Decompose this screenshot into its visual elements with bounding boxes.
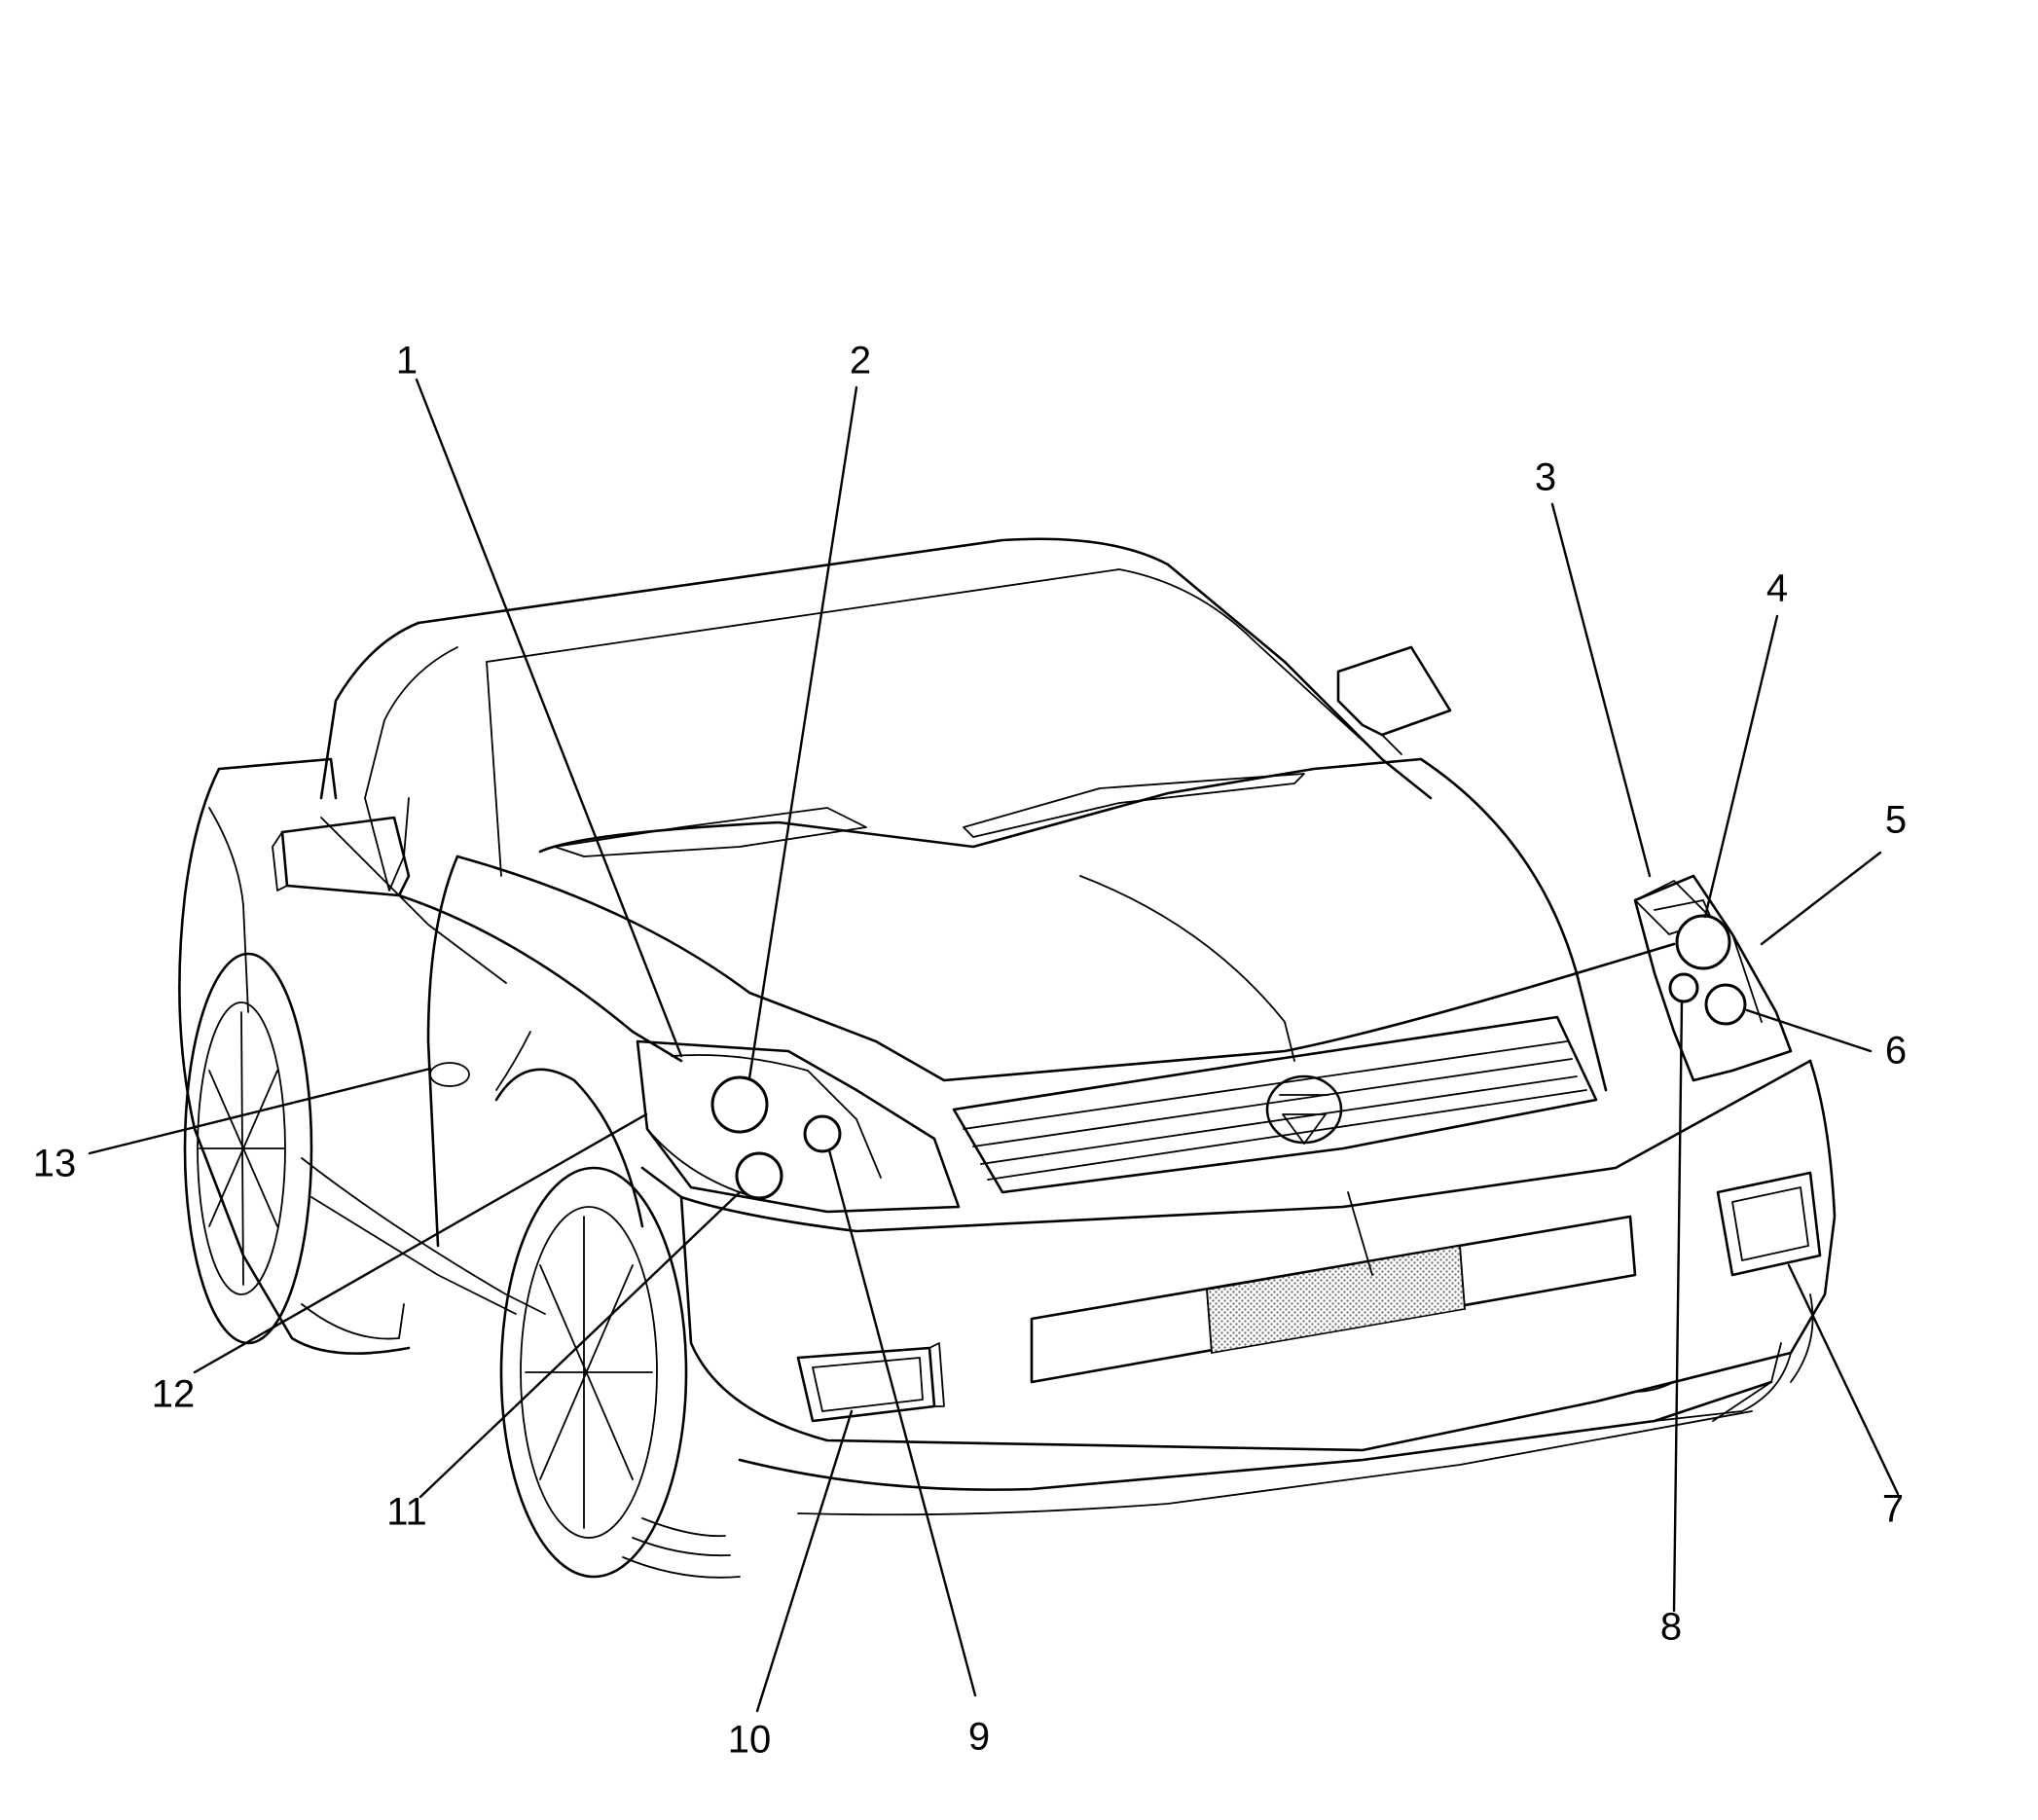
leader-4 — [1703, 614, 1779, 919]
left-side-marker-shape — [429, 1062, 470, 1087]
bumper-bottom — [738, 1380, 1773, 1491]
left-a-pillar — [319, 621, 420, 800]
right-high-beam-lamp — [1675, 914, 1731, 970]
callout-7: 7 — [1882, 1488, 1904, 1531]
front-left-spokes — [525, 1216, 653, 1529]
emblem-detail — [1279, 1094, 1329, 1145]
callout-4: 4 — [1766, 567, 1788, 610]
hood-crease — [1079, 875, 1295, 1062]
wiper-right — [963, 773, 1305, 838]
callout-5: 5 — [1885, 799, 1907, 842]
rear-left-spokes — [199, 1011, 285, 1286]
left-fender-top — [397, 893, 683, 1063]
front-fascia-lower — [679, 1195, 1793, 1452]
rear-left-tire — [301, 1303, 405, 1340]
leader-10 — [755, 1409, 854, 1713]
left-side-crease — [301, 1157, 546, 1315]
left-park-lamp — [803, 1114, 842, 1153]
leader-6 — [1745, 1008, 1873, 1053]
front-left-wheel-inner — [520, 1206, 658, 1539]
wiper-left — [554, 807, 867, 857]
right-fascia-side — [1789, 1059, 1837, 1355]
callout-12: 12 — [152, 1373, 196, 1416]
left-fender-crease — [495, 1031, 531, 1091]
roof-outline — [417, 537, 1433, 800]
left-mirror-cap — [272, 831, 288, 892]
hood-outline — [455, 855, 1676, 1082]
right-mirror — [1336, 645, 1452, 737]
lower-intake-mesh — [1206, 1245, 1466, 1354]
left-rear-fender — [208, 807, 249, 1013]
leader-lines — [88, 378, 1900, 1713]
callout-13: 13 — [33, 1143, 77, 1185]
callout-labels: 1 2 3 4 5 6 7 8 9 10 11 12 13 — [33, 340, 1907, 1762]
leader-9 — [827, 1148, 977, 1697]
left-headlamp-housing — [636, 1039, 961, 1214]
left-front-fender-edge — [426, 855, 459, 1248]
right-low-beam-lamp — [1704, 983, 1747, 1026]
rear-left-wheel — [183, 952, 313, 1345]
leader-13 — [88, 1067, 432, 1155]
left-pillar-inner — [486, 661, 502, 877]
right-fog-lamp-lens — [1731, 1186, 1809, 1261]
right-headlamp-housing — [1633, 874, 1793, 1082]
right-mirror-stalk — [1381, 734, 1402, 755]
leader-1 — [415, 378, 683, 1058]
leader-3 — [1550, 502, 1652, 878]
left-fog-lamp-bracket — [928, 1342, 945, 1407]
leader-5 — [1760, 851, 1882, 946]
left-high-beam-lamp — [710, 1075, 769, 1134]
callout-6: 6 — [1885, 1030, 1907, 1073]
lower-intake-dividers — [1206, 1191, 1466, 1354]
leader-12 — [193, 1112, 648, 1374]
leader-7 — [1787, 1263, 1900, 1496]
front-fascia — [640, 1059, 1812, 1233]
right-front-wheel — [1634, 1342, 1782, 1422]
car-drawing — [178, 537, 1837, 1579]
rear-left-wheel-inner — [197, 1001, 286, 1295]
hood-right-edge — [1419, 757, 1608, 1092]
callout-11: 11 — [386, 1491, 427, 1534]
callout-10: 10 — [728, 1719, 772, 1762]
left-body-side — [178, 757, 411, 1355]
right-fog-lamp-housing — [1716, 1171, 1822, 1277]
callout-2: 2 — [850, 340, 871, 382]
bumper-lower-lip — [797, 1410, 1753, 1516]
right-park-lamp — [1668, 972, 1699, 1003]
front-left-tire-tread — [622, 1517, 741, 1579]
left-fog-lamp-lens — [812, 1357, 924, 1412]
grille-bars — [963, 1040, 1587, 1181]
left-door-line — [320, 817, 507, 984]
roof-inner-line — [486, 568, 1373, 750]
callout-3: 3 — [1535, 456, 1556, 499]
front-left-wheel — [499, 1166, 688, 1579]
left-side-window — [364, 646, 458, 892]
cowl-line — [538, 757, 1423, 854]
callout-9: 9 — [968, 1716, 990, 1759]
leader-8 — [1672, 1001, 1684, 1613]
left-mirror — [280, 816, 411, 897]
front-left-wheel-arch — [494, 1068, 644, 1228]
callout-1: 1 — [396, 340, 418, 382]
callout-8: 8 — [1660, 1606, 1682, 1649]
left-headlamp-lower — [646, 1128, 799, 1208]
right-fascia-curve — [1654, 1293, 1814, 1422]
left-rocker — [310, 1196, 517, 1315]
left-headlamp-bezel — [671, 1054, 882, 1179]
leader-11 — [419, 1190, 742, 1499]
grille-outline — [952, 1015, 1598, 1194]
leader-2 — [747, 385, 858, 1080]
left-low-beam-lamp — [735, 1151, 783, 1200]
